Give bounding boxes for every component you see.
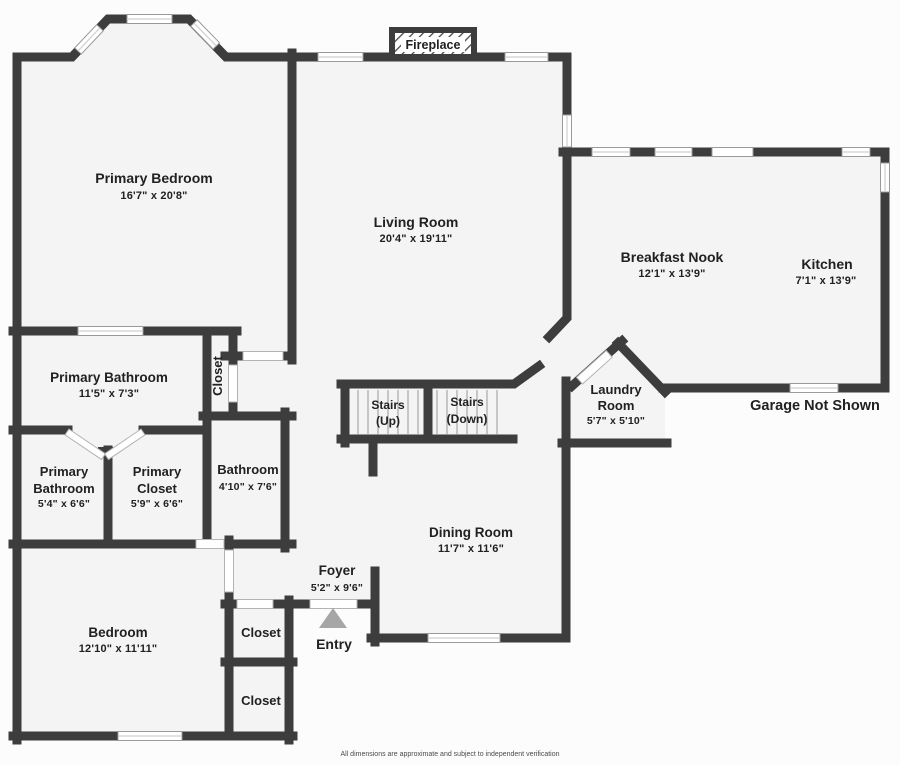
closet-1-label: Closet bbox=[241, 625, 281, 640]
closet-1-door bbox=[236, 599, 274, 609]
floor-areas bbox=[17, 19, 885, 740]
bedroom-door bbox=[224, 549, 234, 593]
primary-bedroom-floor bbox=[17, 57, 292, 331]
dining-room-label: Dining Room bbox=[429, 525, 513, 540]
exterior-walls bbox=[8, 14, 890, 745]
stairs-up-label-1: Stairs bbox=[371, 398, 405, 412]
living-room-label: Living Room bbox=[374, 214, 459, 230]
dining-floor bbox=[375, 443, 567, 638]
primary-bathroom-large-dims: 11'5" x 7'3" bbox=[79, 388, 139, 400]
dining-room-dims: 11'7" x 11'6" bbox=[438, 543, 504, 555]
breakfast-nook-dims: 12'1" x 13'9" bbox=[638, 268, 705, 280]
dining-entry-walls bbox=[220, 438, 571, 647]
disclaimer-text: All dimensions are approximate and subje… bbox=[340, 751, 559, 758]
stair-treads bbox=[357, 390, 498, 434]
bathroom-door bbox=[195, 539, 225, 549]
primary-closet-label-1: Primary bbox=[133, 464, 182, 479]
living-room-dims: 20'4" x 19'11" bbox=[380, 233, 453, 245]
primary-bedroom-label: Primary Bedroom bbox=[95, 170, 212, 186]
closet-column-floor bbox=[225, 604, 293, 740]
entry-label: Entry bbox=[316, 636, 352, 652]
primary-bedroom-door bbox=[242, 351, 284, 361]
laundry-label-2: Room bbox=[598, 398, 635, 413]
closet-2-label: Closet bbox=[241, 693, 281, 708]
doors bbox=[64, 349, 613, 609]
hall-closet-door bbox=[228, 364, 238, 403]
bath-block-floor bbox=[17, 331, 292, 552]
bedroom-dims: 12'10" x 11'11" bbox=[79, 643, 158, 655]
room-labels: Primary Bedroom 16'7" x 20'8" Living Roo… bbox=[33, 170, 880, 708]
primary-closet-label-2: Closet bbox=[137, 481, 177, 496]
bay-right-window bbox=[190, 19, 221, 50]
front-door bbox=[309, 599, 358, 609]
stairs-walls bbox=[336, 359, 546, 477]
primary-bathroom-small-label-2: Bathroom bbox=[33, 481, 94, 496]
bathroom-dims: 4'10" x 7'6" bbox=[219, 481, 277, 493]
fireplace: Fireplace bbox=[389, 27, 477, 60]
hall-closet-label: Closet bbox=[210, 355, 225, 395]
laundry-door bbox=[575, 349, 613, 385]
stairs-down-label-2: (Down) bbox=[447, 412, 488, 426]
suite-double-door-left bbox=[64, 428, 107, 461]
foyer-dims: 5'2" x 9'6" bbox=[311, 582, 363, 594]
stairs-down-label-1: Stairs bbox=[450, 395, 484, 409]
primary-bathroom-small-label-1: Primary bbox=[40, 464, 89, 479]
laundry-label-1: Laundry bbox=[590, 382, 642, 397]
primary-bathroom-small-dims: 5'4" x 6'6" bbox=[38, 498, 90, 510]
bay-left-window bbox=[74, 23, 104, 55]
nook-opening bbox=[711, 147, 754, 157]
foyer-label: Foyer bbox=[319, 563, 357, 578]
bathroom-label: Bathroom bbox=[217, 462, 278, 477]
suite-double-door-right bbox=[103, 428, 146, 461]
fireplace-label-bg bbox=[401, 37, 465, 52]
kitchen-dims: 7'1" x 13'9" bbox=[796, 275, 857, 287]
bay-window-floor bbox=[72, 19, 226, 57]
bedroom-label: Bedroom bbox=[88, 625, 147, 640]
primary-closet-dims: 5'9" x 6'6" bbox=[131, 498, 183, 510]
fireplace-label: Fireplace bbox=[406, 38, 461, 52]
double-door-joint bbox=[98, 447, 113, 457]
windows bbox=[74, 14, 890, 741]
laundry-dims: 5'7" x 5'10" bbox=[587, 415, 645, 427]
primary-bathroom-large-label: Primary Bathroom bbox=[50, 370, 168, 385]
stairs-up-label-2: (Up) bbox=[376, 414, 400, 428]
primary-bedroom-dims: 16'7" x 20'8" bbox=[120, 190, 187, 202]
garage-note: Garage Not Shown bbox=[750, 398, 880, 414]
foyer-floor bbox=[225, 552, 375, 604]
entry-arrow-icon bbox=[319, 608, 347, 628]
kitchen-label: Kitchen bbox=[801, 256, 852, 272]
breakfast-nook-label: Breakfast Nook bbox=[621, 249, 724, 265]
